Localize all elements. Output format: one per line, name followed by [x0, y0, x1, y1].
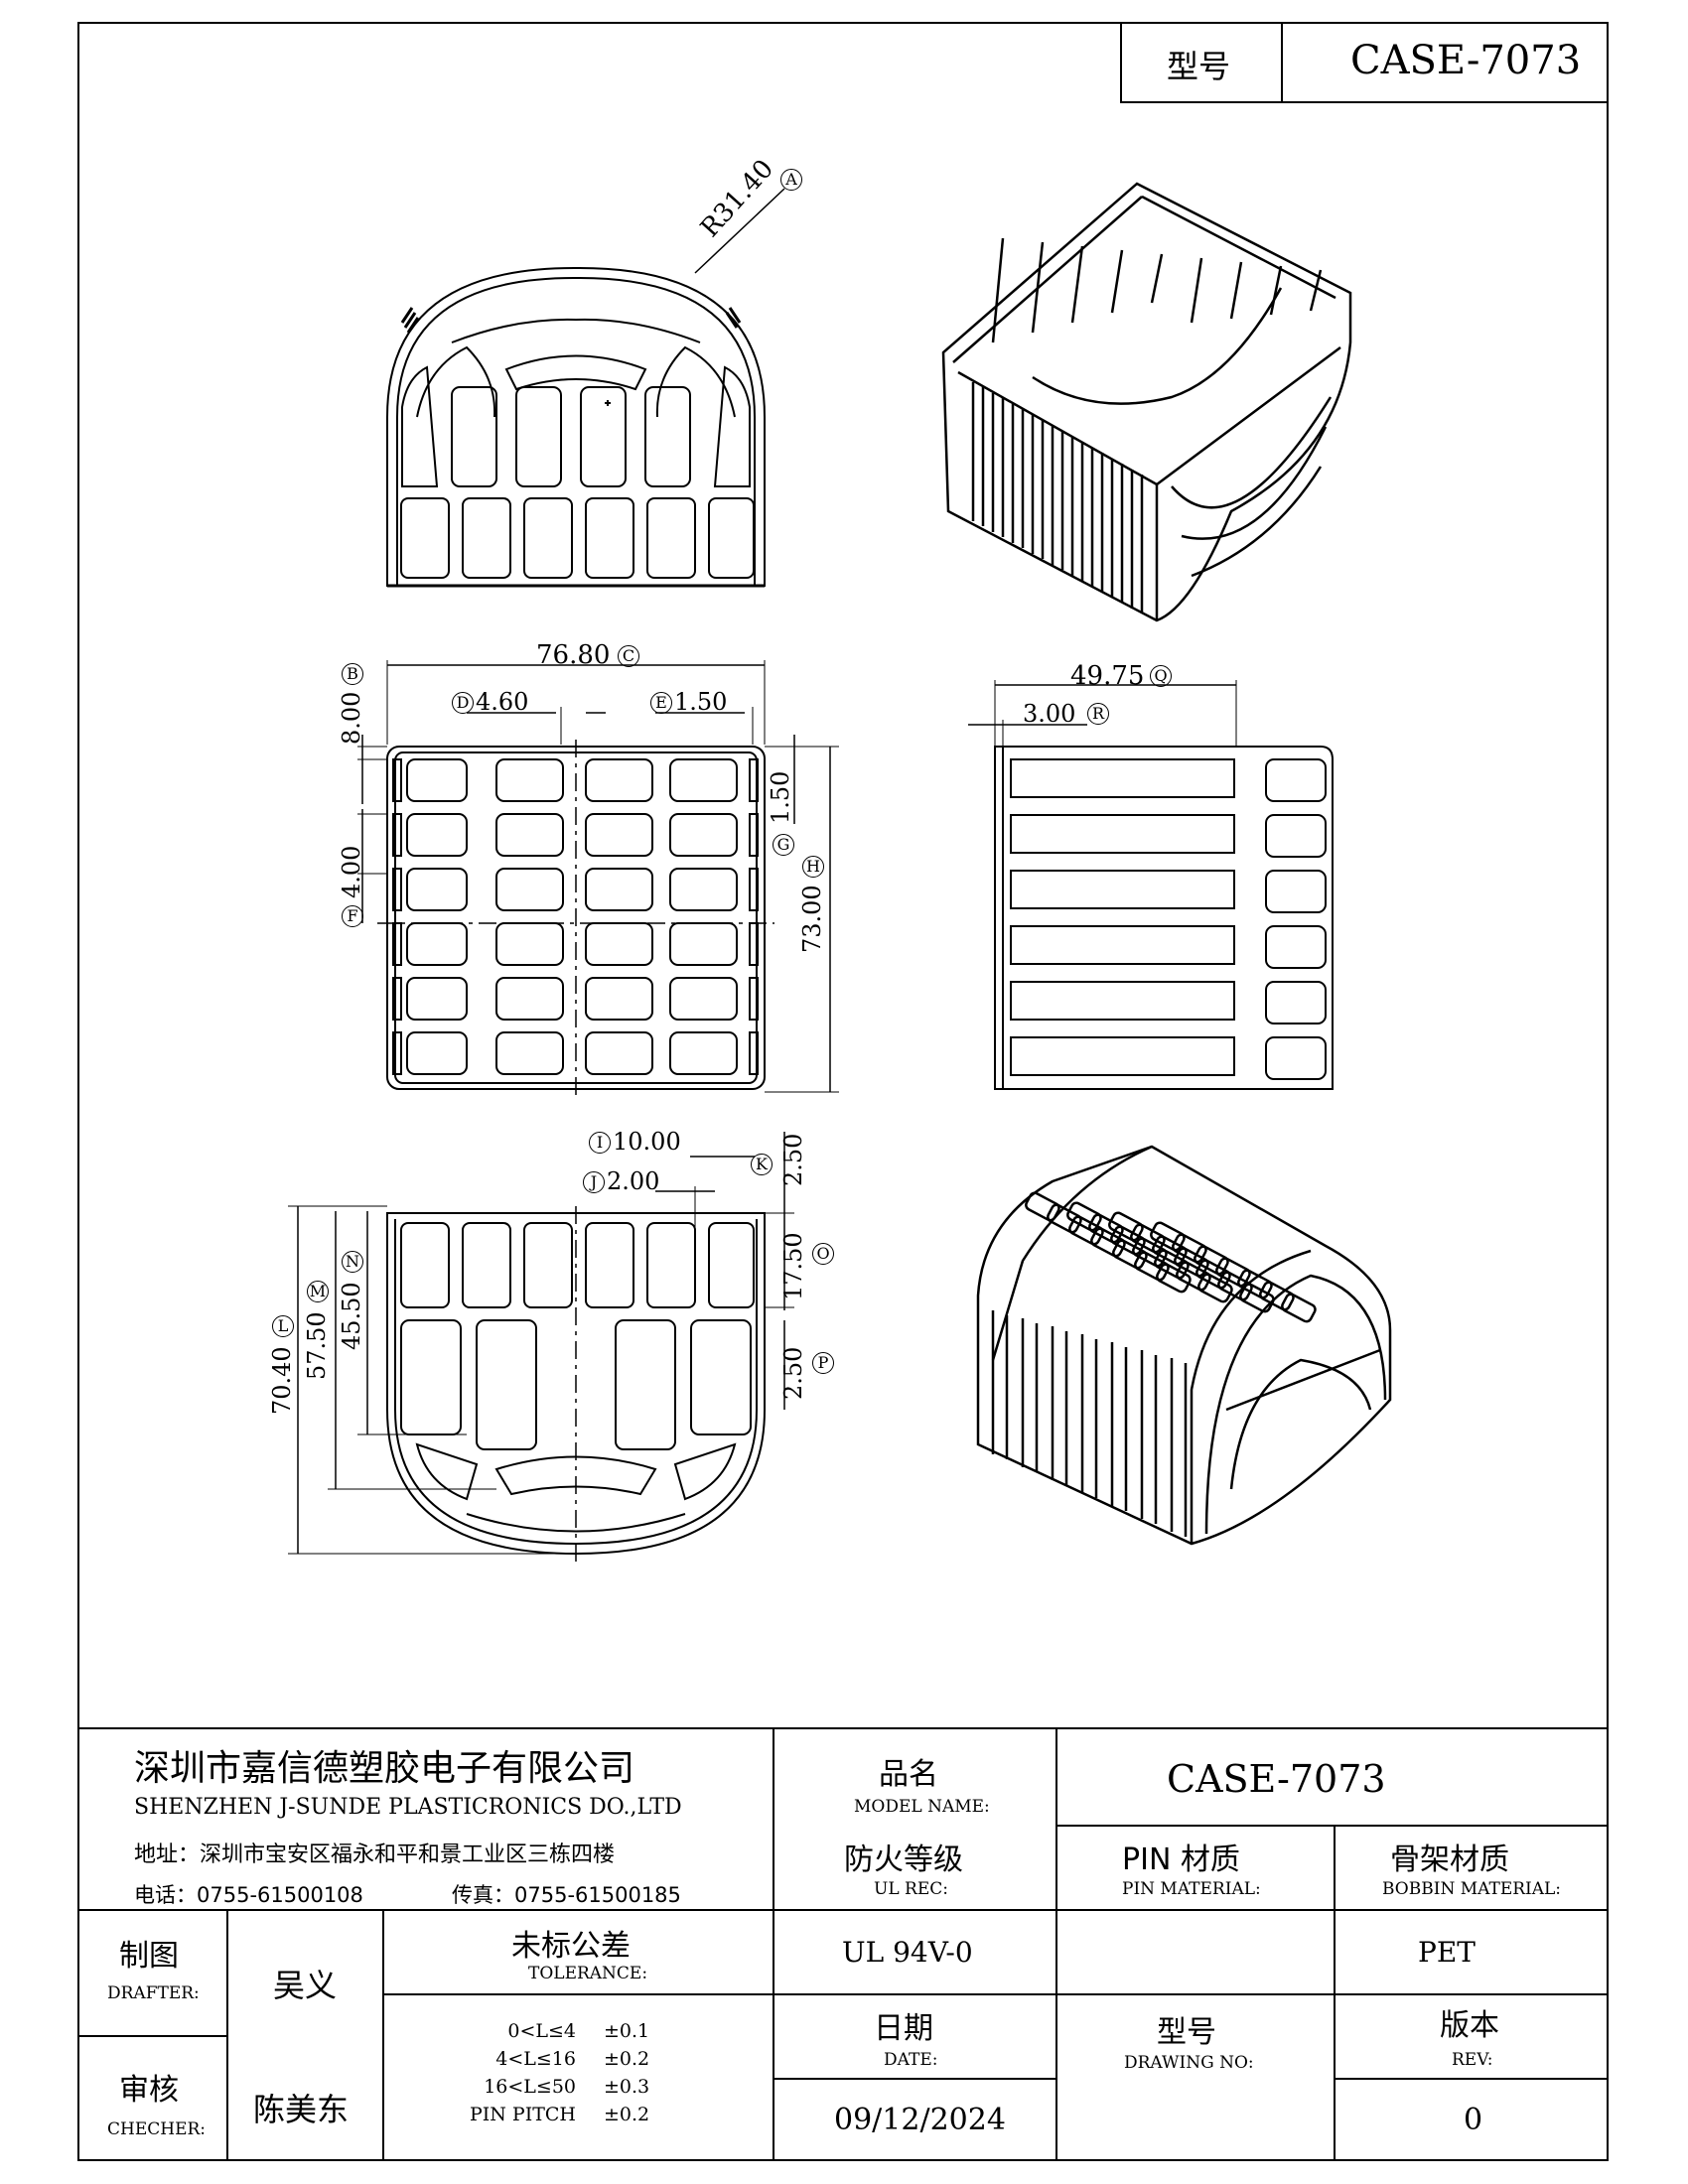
tolerance-value: ±0.3	[604, 2076, 650, 2098]
ul-value: UL 94V-0	[842, 1936, 973, 1969]
tolerance-cn: 未标公差	[511, 1929, 631, 1964]
company-tel: 电话：0755-61500108	[134, 1883, 363, 1907]
company-address: 地址：深圳市宝安区福永和平和景工业区三栋四楼	[134, 1843, 616, 1867]
dim-o-marker: O	[812, 1243, 834, 1265]
dim-f-marker: F	[342, 905, 363, 927]
tolerance-en: TOLERANCE:	[528, 1964, 648, 1983]
dim-e-label: 1.50	[674, 688, 728, 716]
drawing-views	[288, 182, 1392, 1564]
dim-k-marker: K	[751, 1154, 773, 1175]
dim-l-marker: L	[272, 1315, 294, 1337]
checker-cn: 审核	[119, 2073, 179, 2108]
dim-o-label: 17.50	[779, 1232, 807, 1300]
tolerance-row: 4<L≤16 ±0.2	[397, 2048, 765, 2076]
front-view	[357, 660, 839, 1097]
dim-l-label: 70.40	[268, 1346, 296, 1415]
ul-cn: 防火等级	[844, 1843, 963, 1877]
dim-r-marker: R	[1087, 703, 1109, 725]
header-model-label: 型号	[1167, 48, 1231, 85]
tolerance-range: 4<L≤16	[495, 2048, 576, 2070]
dim-f-label: 4.00	[338, 845, 365, 898]
dim-r-label: 3.00	[1023, 700, 1076, 728]
dim-i-marker: I	[589, 1132, 611, 1154]
tolerance-value: ±0.1	[604, 2020, 650, 2042]
iso-view-bottom	[976, 1145, 1392, 1546]
company-name-cn: 深圳市嘉信德塑胶电子有限公司	[134, 1748, 635, 1789]
rev-en: REV:	[1452, 2050, 1493, 2070]
dim-q-label: 49.75	[1070, 661, 1145, 691]
dim-p-label: 2.50	[779, 1346, 807, 1400]
dim-b-marker: B	[342, 663, 363, 685]
dim-p-marker: P	[812, 1352, 834, 1374]
tolerance-value: ±0.2	[604, 2104, 650, 2125]
bobbin-material-cn: 骨架材质	[1390, 1843, 1509, 1877]
dim-k-label: 2.50	[779, 1133, 807, 1186]
tolerance-row: PIN PITCH ±0.2	[397, 2104, 765, 2131]
drafter-en: DRAFTER:	[107, 1983, 200, 2003]
model-name-value: CASE-7073	[1167, 1757, 1386, 1801]
tolerance-range: 16<L≤50	[484, 2076, 576, 2098]
dim-n-marker: N	[342, 1251, 363, 1273]
date-cn: 日期	[874, 2011, 933, 2046]
header-model-value: CASE-7073	[1350, 38, 1582, 83]
dim-e-marker: E	[650, 692, 672, 714]
dim-c-marker: C	[618, 645, 639, 667]
dim-j-label: 2.00	[607, 1167, 660, 1195]
rev-cn: 版本	[1440, 2008, 1499, 2043]
tolerance-range: 0<L≤4	[507, 2020, 576, 2042]
tolerance-row: 0<L≤4 ±0.1	[397, 2020, 765, 2048]
drafter-value: 吴义	[273, 1967, 338, 2004]
model-name-cn: 品名	[879, 1757, 938, 1792]
dim-d-label: 4.60	[476, 688, 529, 716]
header-model-box	[1120, 22, 1609, 103]
top-view-arch	[386, 188, 785, 588]
pin-material-cn: PIN 材质	[1122, 1843, 1240, 1877]
company-name-en: SHENZHEN J-SUNDE PLASTICRONICS DO.,LTD	[134, 1795, 682, 1820]
dim-h-label: 73.00	[798, 885, 826, 953]
drawing-no-cn: 型号	[1157, 2015, 1216, 2050]
dim-a-marker: A	[780, 169, 802, 191]
iso-view-top	[941, 182, 1352, 622]
dim-d-marker: D	[452, 692, 474, 714]
rev-value: 0	[1464, 2103, 1483, 2137]
date-value: 09/12/2024	[834, 2103, 1006, 2137]
dim-q-marker: Q	[1150, 665, 1172, 687]
tolerance-range: PIN PITCH	[469, 2104, 576, 2125]
dim-c-label: 76.80	[536, 640, 611, 670]
company-fax: 传真：0755-61500185	[452, 1883, 681, 1907]
drafter-cn: 制图	[119, 1939, 179, 1974]
dim-g-label: 1.50	[767, 770, 794, 824]
ul-en: UL REC:	[874, 1879, 948, 1899]
date-en: DATE:	[884, 2050, 938, 2070]
checker-value: 陈美东	[253, 2091, 350, 2128]
dim-b-label: 8.00	[338, 691, 365, 745]
side-view	[968, 680, 1334, 1090]
tolerance-row: 16<L≤50 ±0.3	[397, 2076, 765, 2104]
model-name-en: MODEL NAME:	[854, 1797, 990, 1817]
drawing-no-en: DRAWING NO:	[1124, 2053, 1254, 2073]
title-block	[77, 1727, 1609, 2161]
bobbin-material-value: PET	[1418, 1936, 1476, 1969]
bottom-view-u	[288, 1132, 794, 1564]
dim-g-marker: G	[773, 834, 794, 856]
checker-en: CHECHER:	[107, 2119, 207, 2139]
dim-h-marker: H	[802, 856, 824, 878]
bobbin-material-en: BOBBIN MATERIAL:	[1382, 1879, 1562, 1899]
tolerance-value: ±0.2	[604, 2048, 650, 2070]
dim-n-label: 45.50	[338, 1282, 365, 1350]
dim-i-label: 10.00	[613, 1128, 681, 1156]
drawing-frame	[77, 22, 1609, 2161]
pin-material-en: PIN MATERIAL:	[1122, 1879, 1261, 1899]
dim-j-marker: J	[583, 1171, 605, 1193]
dim-m-marker: M	[307, 1281, 329, 1302]
dim-m-label: 57.50	[303, 1311, 331, 1380]
